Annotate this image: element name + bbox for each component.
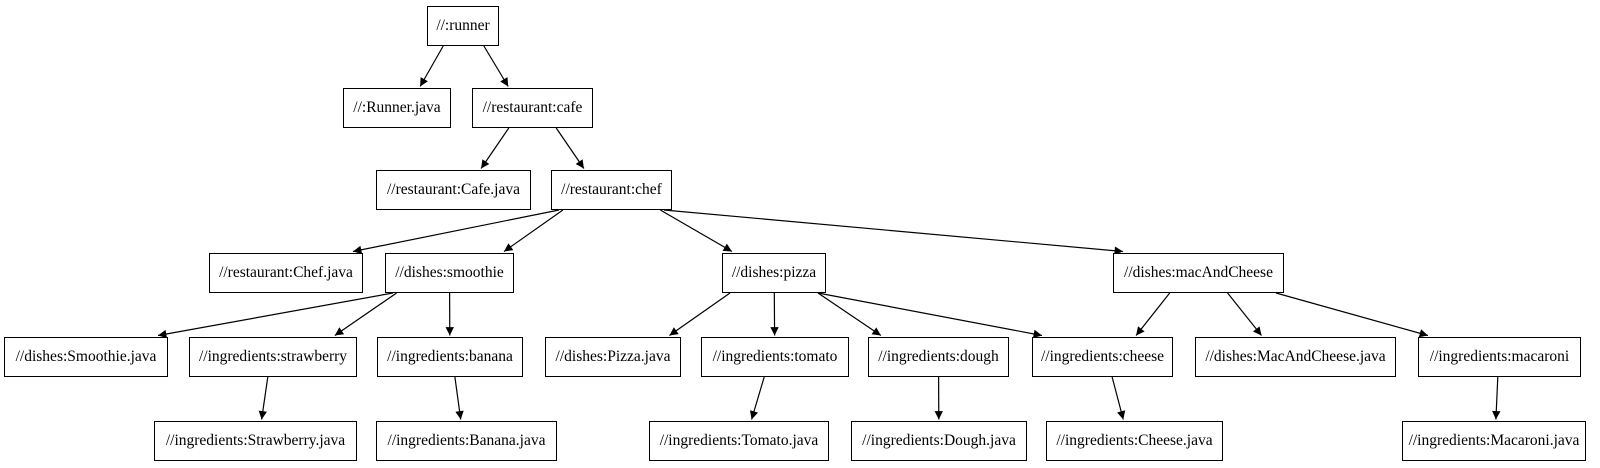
node-label: //ingredients:Cheese.java	[1056, 432, 1213, 450]
edge-tomato-tomato_java	[749, 376, 765, 420]
graph-node-pizza: //dishes:pizza	[722, 253, 826, 293]
edge-chef-smoothie	[503, 209, 564, 252]
node-label: //dishes:Pizza.java	[555, 348, 671, 366]
edge-macandcheese-macaroni	[1275, 292, 1429, 338]
edge-runner-runner_java	[419, 45, 444, 87]
edge-pizza-cheese	[817, 292, 1043, 339]
edge-chef-chef_java	[352, 209, 560, 254]
graph-node-pizza_java: //dishes:Pizza.java	[545, 337, 681, 377]
node-label: //ingredients:Strawberry.java	[165, 432, 346, 450]
graph-node-dough: //ingredients:dough	[868, 337, 1009, 377]
node-label: //ingredients:Dough.java	[862, 432, 1016, 450]
node-label: //dishes:pizza	[731, 264, 817, 282]
graph-node-cafe: //restaurant:cafe	[472, 88, 593, 128]
graph-node-cafe_java: //restaurant:Cafe.java	[376, 170, 531, 210]
edge-chef-pizza	[659, 209, 733, 253]
edge-smoothie-smoothie_java	[157, 292, 394, 339]
graph-node-chef: //restaurant:chef	[551, 170, 672, 210]
node-label: //ingredients:tomato	[712, 348, 838, 366]
graph-node-cheese_java: //ingredients:Cheese.java	[1046, 421, 1223, 461]
graph-node-strawberry: //ingredients:strawberry	[189, 337, 357, 377]
graph-node-tomato: //ingredients:tomato	[701, 337, 849, 377]
edge-macandcheese-macandcheese_java	[1227, 292, 1262, 336]
graph-node-banana_java: //ingredients:Banana.java	[376, 421, 557, 461]
node-label: //:Runner.java	[353, 99, 441, 117]
graph-node-strawberry_java: //ingredients:Strawberry.java	[154, 421, 357, 461]
edge-chef-macandcheese	[663, 209, 1124, 255]
graph-node-macandcheese: //dishes:macAndCheese	[1113, 253, 1284, 293]
edge-strawberry-strawberry_java	[258, 376, 269, 420]
node-label: //ingredients:strawberry	[198, 348, 348, 366]
node-label: //restaurant:chef	[561, 181, 662, 199]
graph-node-smoothie_java: //dishes:Smoothie.java	[4, 337, 168, 377]
edge-runner-cafe	[483, 45, 509, 87]
edge-banana-banana_java	[454, 376, 464, 420]
graph-node-dough_java: //ingredients:Dough.java	[851, 421, 1027, 461]
node-label: //restaurant:Cafe.java	[387, 181, 520, 199]
node-label: //restaurant:Chef.java	[219, 264, 353, 282]
edge-cheese-cheese_java	[1111, 376, 1126, 420]
edge-cafe-cafe_java	[480, 127, 510, 169]
node-label: //ingredients:macaroni	[1429, 348, 1570, 366]
node-label: //:runner	[436, 17, 490, 35]
graph-node-tomato_java: //ingredients:Tomato.java	[649, 421, 829, 461]
edge-cafe-chef	[555, 127, 585, 169]
edge-pizza-pizza_java	[669, 292, 731, 336]
graph-node-macaroni: //ingredients:macaroni	[1418, 337, 1581, 377]
graph-node-cheese: //ingredients:cheese	[1032, 337, 1173, 377]
node-label: //ingredients:Macaroni.java	[1408, 432, 1580, 450]
edge-macandcheese-cheese	[1135, 292, 1171, 336]
node-label: //ingredients:banana	[387, 348, 513, 366]
node-label: //dishes:macAndCheese	[1124, 264, 1273, 282]
node-label: //restaurant:cafe	[482, 99, 583, 117]
graph-node-macandcheese_java: //dishes:MacAndCheese.java	[1195, 337, 1396, 377]
node-label: //ingredients:Banana.java	[387, 432, 546, 450]
node-label: //ingredients:Tomato.java	[659, 432, 819, 450]
node-label: //ingredients:cheese	[1040, 348, 1165, 366]
edge-smoothie-strawberry	[334, 292, 397, 336]
node-label: //dishes:smoothie	[395, 264, 504, 282]
graph-node-runner_java: //:Runner.java	[343, 88, 451, 128]
node-label: //ingredients:dough	[878, 348, 999, 366]
graph-node-macaroni_java: //ingredients:Macaroni.java	[1402, 421, 1586, 461]
graph-node-chef_java: //restaurant:Chef.java	[209, 253, 363, 293]
edge-macaroni-macaroni_java	[1492, 376, 1501, 420]
graph-node-smoothie: //dishes:smoothie	[385, 253, 514, 293]
edge-pizza-dough	[817, 292, 882, 336]
node-label: //dishes:MacAndCheese.java	[1205, 348, 1386, 366]
graph-node-runner: //:runner	[427, 6, 499, 46]
node-label: //dishes:Smoothie.java	[15, 348, 157, 366]
graph-node-banana: //ingredients:banana	[377, 337, 523, 377]
